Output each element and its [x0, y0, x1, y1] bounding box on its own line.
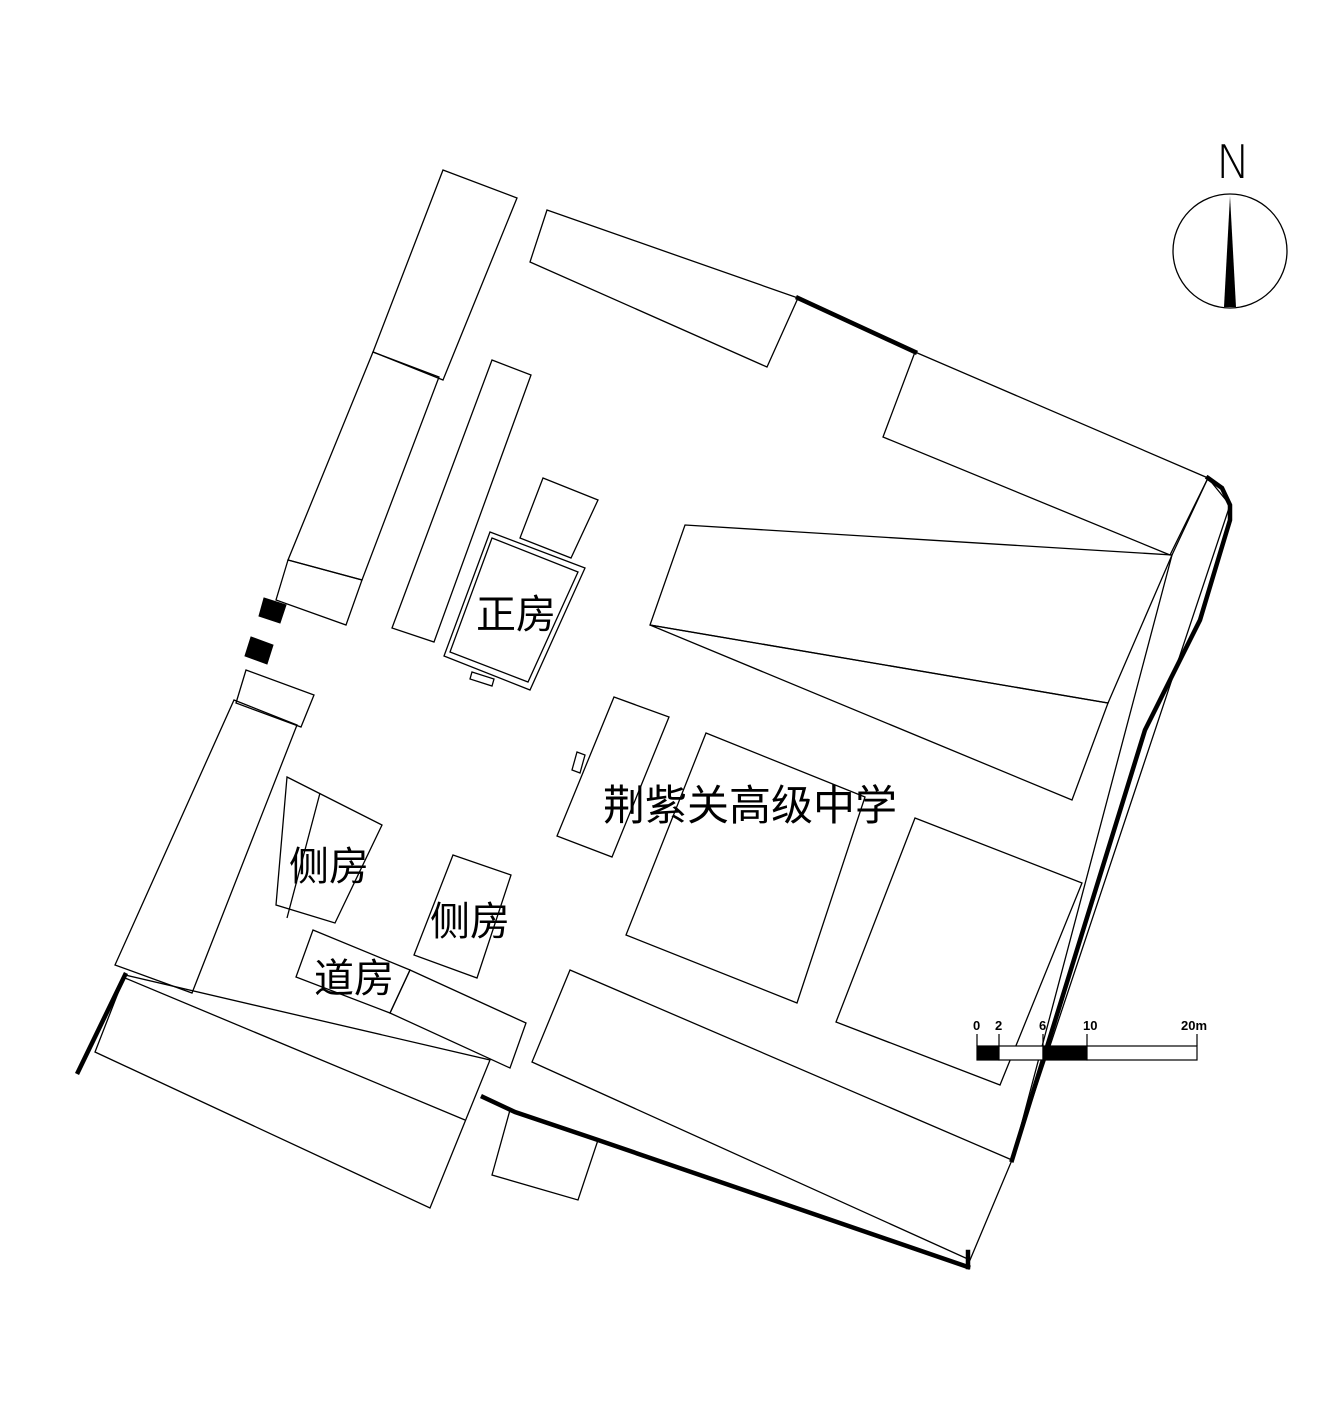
- building-sw-long: [94, 974, 491, 1209]
- side-house-west: [275, 775, 383, 924]
- building-east-long: [649, 524, 1173, 704]
- side-house-west-divider: [286, 792, 321, 919]
- building-central-square: [625, 732, 866, 1004]
- building-west-long: [287, 351, 440, 581]
- label-gate-house: 道房: [314, 956, 394, 1002]
- building-main-north: [519, 477, 599, 559]
- buildings: [94, 169, 1231, 1261]
- building-center-narrow: [556, 696, 670, 858]
- building-nw-long: [372, 169, 518, 381]
- scale-bar-segment: [998, 1045, 1044, 1061]
- building-se-long: [531, 969, 1013, 1261]
- building-sw-long-divider: [124, 977, 466, 1121]
- scale-bar-tick-label: 0: [973, 1018, 980, 1033]
- north-letter: N: [1216, 135, 1250, 189]
- scale-bar-segment: [976, 1045, 1000, 1061]
- gate-pier-south: [244, 636, 274, 665]
- label-side-house-east: 侧房: [430, 899, 510, 945]
- building-ne-block: [882, 351, 1209, 556]
- main-house-inner: [449, 537, 579, 683]
- main-house-outer: [443, 531, 586, 691]
- building-west-annex: [275, 559, 363, 626]
- side-house-east: [413, 854, 512, 979]
- scale-bar-tick-label: 2: [995, 1018, 1002, 1033]
- building-east-square: [835, 817, 1083, 1086]
- gate-pier-north: [258, 597, 287, 624]
- building-center-notch: [571, 751, 586, 774]
- label-school: 荆紫关高级中学: [603, 781, 897, 830]
- wall-north: [795, 295, 918, 355]
- north-arrow-circle: [1172, 193, 1288, 309]
- building-west-gate-annex: [235, 669, 315, 728]
- scale-bar-tick-label: 10: [1083, 1018, 1097, 1033]
- building-north-strip: [529, 209, 799, 368]
- wall-southwest: [74, 971, 129, 1076]
- compound-walls: [74, 295, 1233, 1270]
- north-arrow: N: [1172, 135, 1288, 309]
- map-labels: 正房 侧房 侧房 道房 荆紫关高级中学: [289, 592, 897, 1002]
- scale-bar-segment: [1042, 1045, 1088, 1061]
- building-east-long-lower: [649, 624, 1109, 801]
- scale-bar-segment: [1086, 1045, 1198, 1061]
- label-side-house-west: 侧房: [289, 844, 369, 890]
- wall-south: [480, 1094, 971, 1270]
- north-arrow-needle: [1224, 196, 1236, 307]
- main-house-step: [469, 671, 495, 687]
- building-inner-thin: [391, 359, 532, 643]
- label-main-house: 正房: [476, 592, 556, 638]
- scale-bar-tick-label: 20m: [1181, 1018, 1207, 1033]
- wall-east: [1009, 474, 1233, 1163]
- scale-bar-tick-label: 6: [1039, 1018, 1046, 1033]
- building-gate-strip: [389, 969, 527, 1069]
- building-west-wing: [114, 699, 298, 994]
